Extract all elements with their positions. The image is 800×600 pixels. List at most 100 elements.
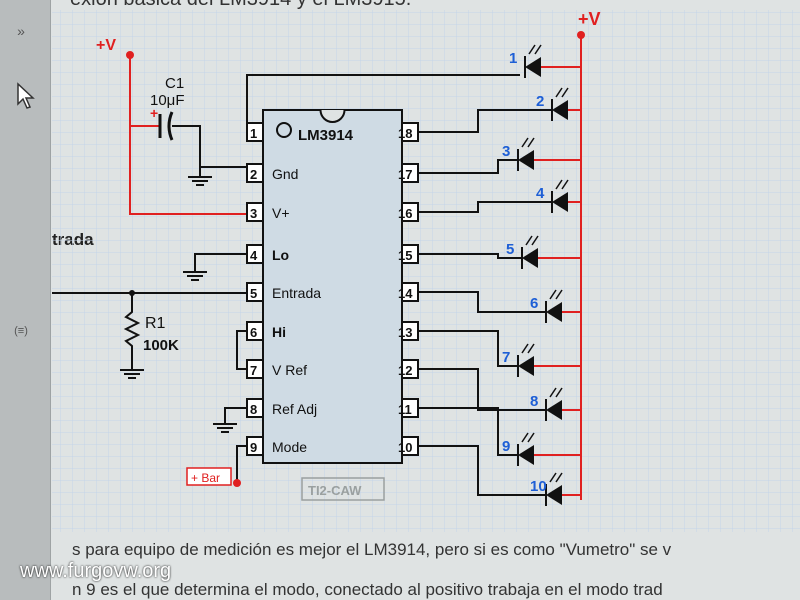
ic-pin1-marker bbox=[276, 122, 292, 138]
ic-body bbox=[262, 109, 403, 464]
ic-pin-label: Mode bbox=[272, 439, 307, 455]
credit-text: TI2-CAW bbox=[308, 483, 362, 498]
wiring bbox=[52, 74, 552, 496]
led-arrow bbox=[525, 235, 533, 246]
led-diode bbox=[517, 343, 535, 377]
ic-pin-label: Entrada bbox=[272, 285, 321, 301]
led-number: 5 bbox=[506, 241, 514, 258]
led-triangle bbox=[522, 248, 538, 268]
led-number: 6 bbox=[530, 295, 538, 312]
led-arrow bbox=[531, 235, 539, 246]
ic-pin-number: 6 bbox=[250, 325, 257, 340]
ic-pin-number: 3 bbox=[250, 206, 257, 221]
capacitor-value: 10μF bbox=[150, 92, 185, 109]
resistor bbox=[123, 293, 141, 360]
led-diode bbox=[551, 87, 569, 121]
led-arrow bbox=[521, 343, 529, 354]
led-number: 10 bbox=[530, 478, 547, 495]
ic-pin-label: V+ bbox=[272, 205, 290, 221]
led-arrow bbox=[555, 387, 563, 398]
ic-notch bbox=[319, 109, 346, 123]
led-arrow bbox=[555, 472, 563, 483]
led-arrow bbox=[561, 179, 569, 190]
ic-name: LM3914 bbox=[298, 127, 354, 144]
bar-terminal bbox=[233, 479, 241, 487]
led-diode bbox=[545, 472, 563, 506]
wire bbox=[418, 109, 552, 133]
ic-pin-box bbox=[246, 321, 264, 341]
led-triangle bbox=[546, 400, 562, 420]
list-view-button[interactable]: (≡) bbox=[14, 325, 28, 337]
ic-pin-box bbox=[246, 436, 264, 456]
ic-pin-number: 18 bbox=[398, 126, 412, 141]
ic-pin-label: Hi bbox=[272, 324, 286, 340]
section-heading: exión básica del LM3914 y el LM3915. bbox=[70, 0, 411, 11]
ic-pin-box bbox=[246, 163, 264, 183]
ic-pin-number: 12 bbox=[398, 363, 412, 378]
led-arrow bbox=[555, 87, 563, 98]
led-arrow bbox=[549, 387, 557, 398]
led-number: 7 bbox=[502, 349, 510, 366]
supply-terminal bbox=[577, 31, 585, 39]
ic-pin-number: 15 bbox=[398, 248, 412, 263]
wire bbox=[418, 201, 552, 213]
wire bbox=[418, 445, 546, 496]
led-triangle bbox=[518, 445, 534, 465]
supply-wire-pin3 bbox=[129, 55, 247, 215]
led-triangle bbox=[552, 192, 568, 212]
supply-label-right: +V bbox=[578, 9, 601, 29]
credit-box bbox=[301, 477, 385, 501]
ic-pin-box bbox=[401, 282, 419, 302]
wire bbox=[246, 74, 520, 132]
ic-pin-box bbox=[401, 163, 419, 183]
bar-label-box bbox=[186, 467, 232, 486]
ic-pin-box bbox=[246, 122, 264, 142]
led-arrow bbox=[528, 44, 536, 55]
led-diode bbox=[517, 432, 535, 466]
wire bbox=[418, 368, 546, 411]
led-diode bbox=[517, 137, 535, 171]
ic-pin-number: 8 bbox=[250, 402, 257, 417]
ic-pin-box bbox=[401, 436, 419, 456]
capacitor-plus: + bbox=[150, 105, 158, 121]
ic-pin-box bbox=[246, 398, 264, 418]
sidebar: » (≡) bbox=[0, 0, 51, 600]
wire bbox=[418, 159, 518, 174]
ic-pin-box bbox=[246, 359, 264, 379]
capacitor-name: C1 bbox=[165, 75, 184, 92]
ic-pin-box bbox=[401, 321, 419, 341]
ic-pin-number: 13 bbox=[398, 325, 412, 340]
ic-pin-label: Ref Adj bbox=[272, 401, 317, 417]
led-diode bbox=[521, 235, 539, 269]
ic-pin-number: 17 bbox=[398, 167, 412, 182]
led-arrow bbox=[534, 44, 542, 55]
ic-pin-number: 10 bbox=[398, 440, 412, 455]
components bbox=[120, 44, 569, 506]
led-arrow bbox=[549, 472, 557, 483]
ic-pin-label: Gnd bbox=[272, 166, 298, 182]
led-triangle bbox=[518, 150, 534, 170]
led-diode bbox=[545, 387, 563, 421]
ic-pin-number: 11 bbox=[398, 402, 412, 417]
wire bbox=[418, 253, 522, 259]
expand-sidebar-button[interactable]: » bbox=[17, 23, 25, 39]
ic-pin-number: 5 bbox=[250, 286, 257, 301]
wire bbox=[418, 330, 518, 367]
ic-pin-number: 9 bbox=[250, 440, 257, 455]
wire bbox=[194, 253, 247, 262]
led-triangle bbox=[525, 57, 541, 77]
ic-pin-box bbox=[246, 244, 264, 264]
led-triangle bbox=[546, 302, 562, 322]
body-paragraph-1: s para equipo de medición es mejor el LM… bbox=[72, 540, 672, 559]
led-diode bbox=[551, 179, 569, 213]
wire bbox=[418, 407, 518, 456]
led-arrow bbox=[555, 179, 563, 190]
led-arrow bbox=[521, 432, 529, 443]
led-arrow bbox=[521, 137, 529, 148]
resistor-name: R1 bbox=[145, 315, 166, 332]
ic-pin-number: 14 bbox=[398, 286, 413, 301]
wire bbox=[418, 291, 546, 313]
ic-pin-number: 4 bbox=[250, 248, 258, 263]
led-arrow bbox=[555, 289, 563, 300]
